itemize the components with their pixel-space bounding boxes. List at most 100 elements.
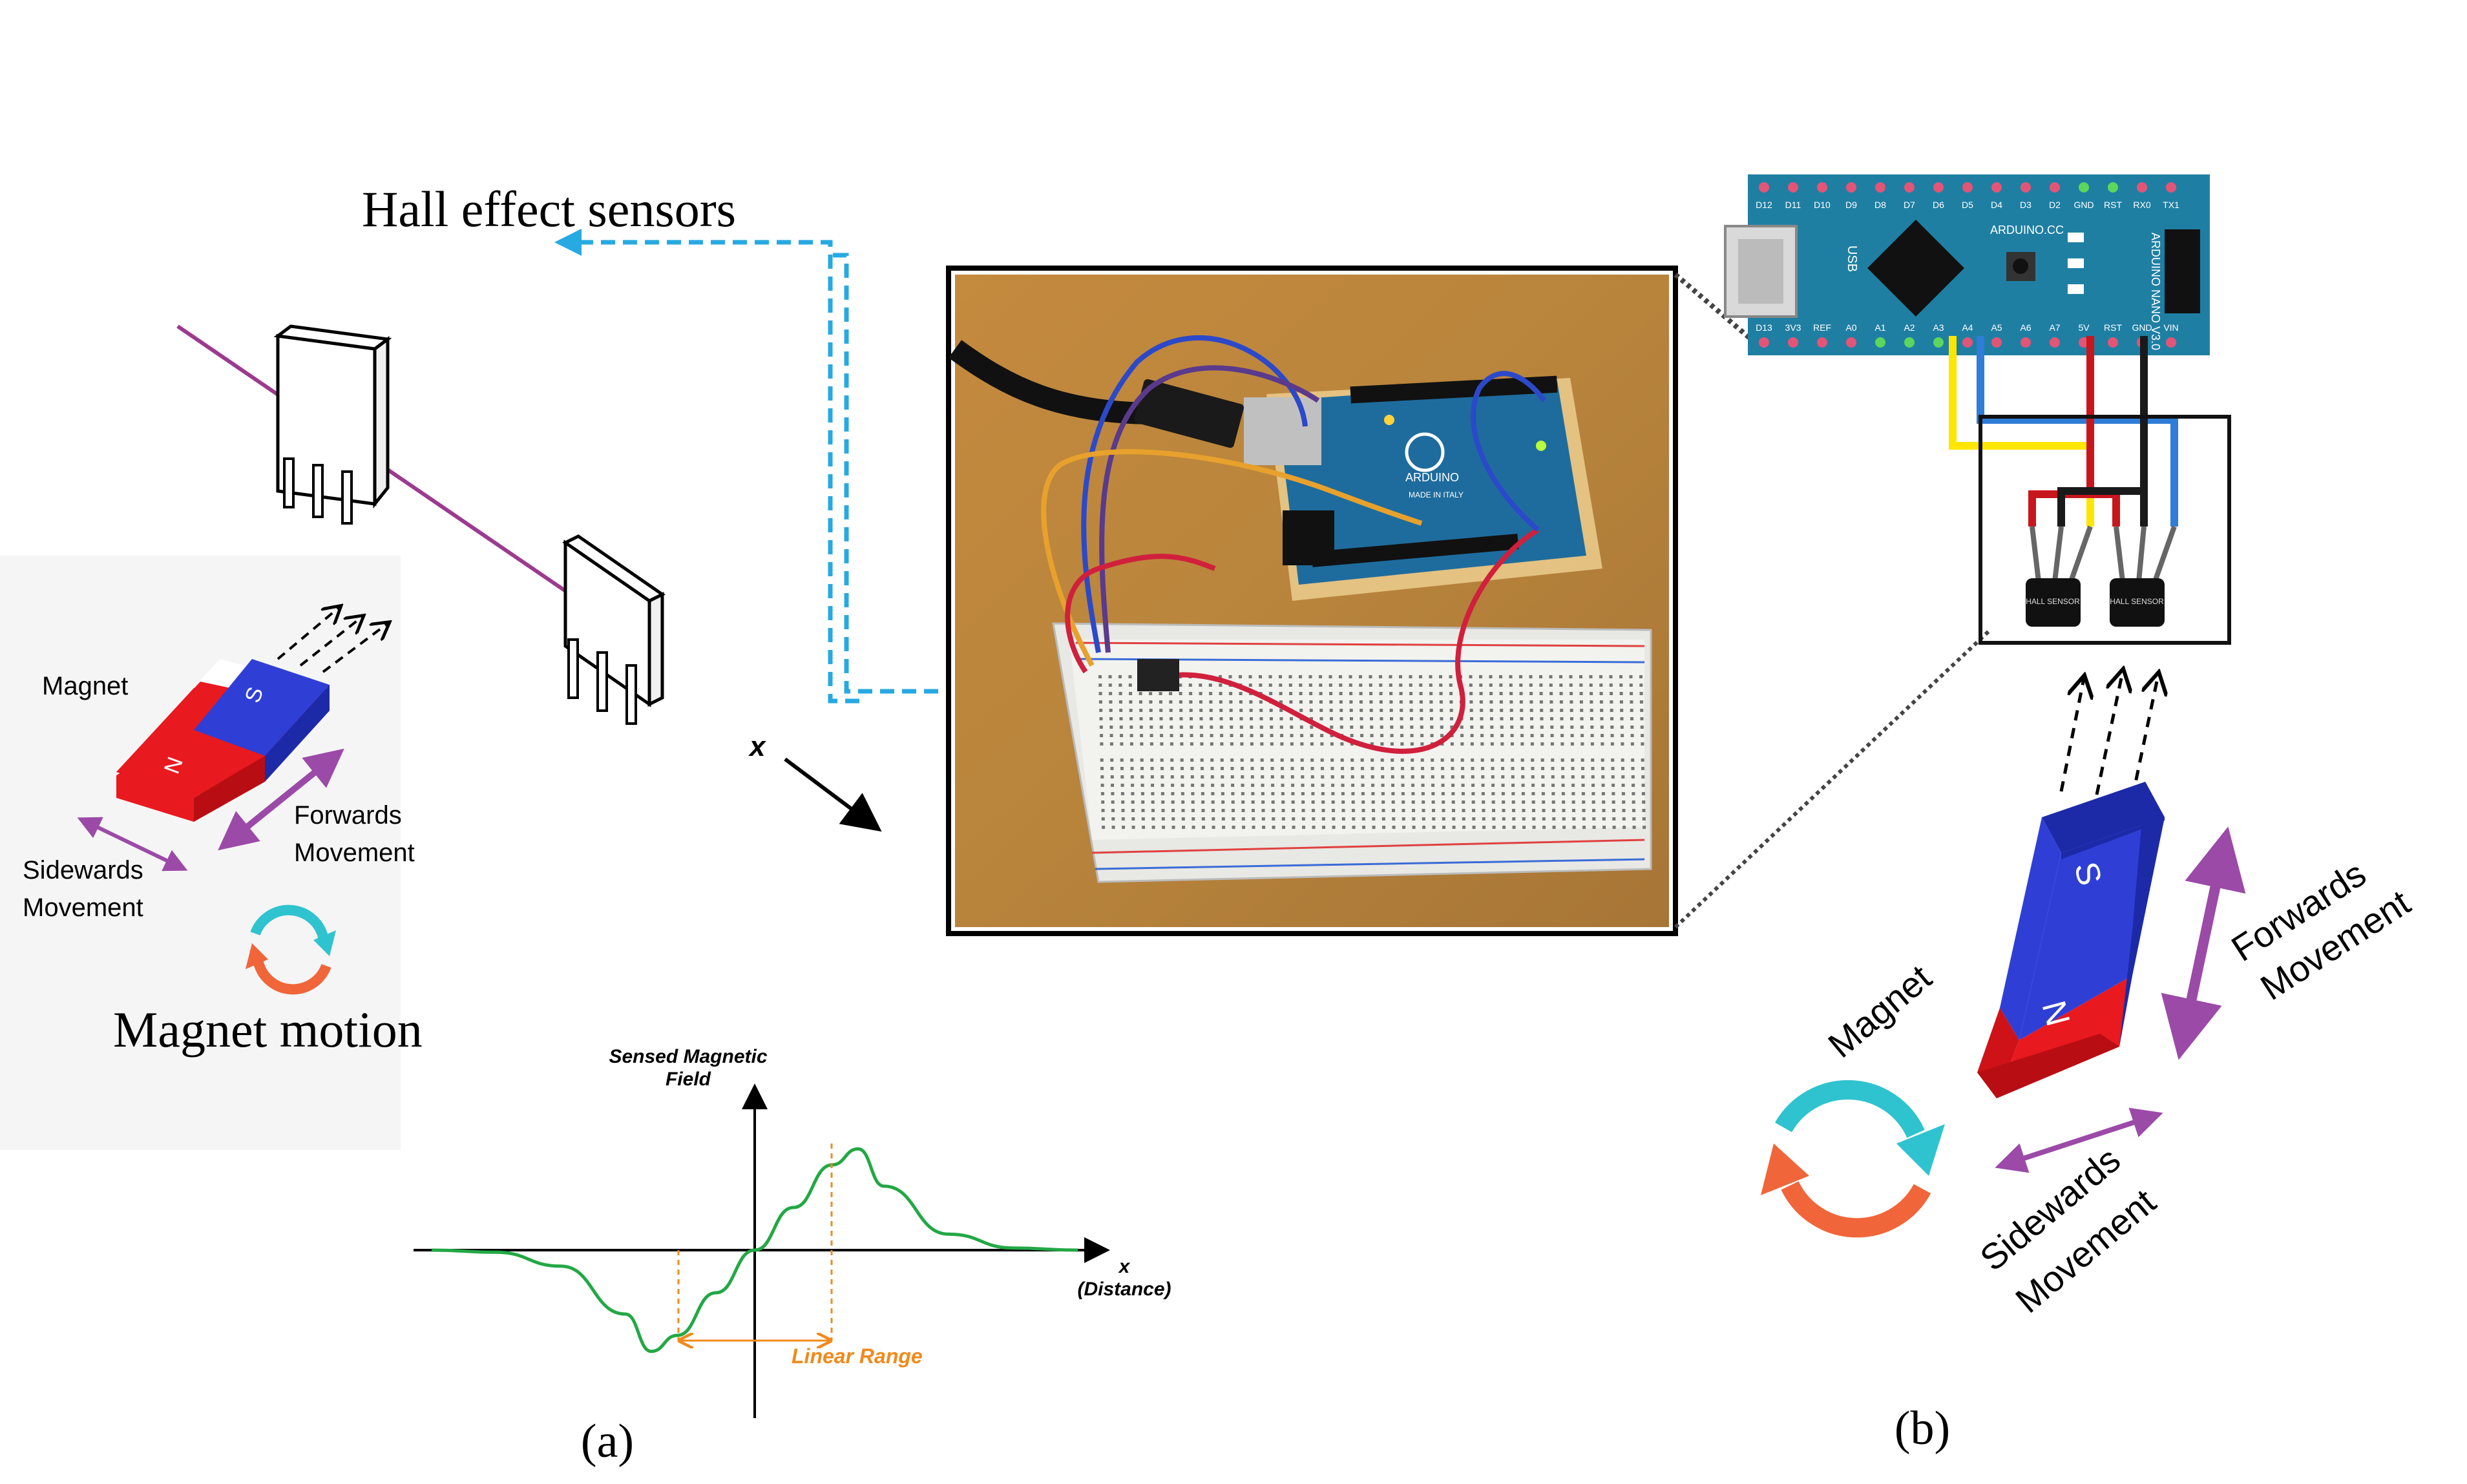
breadboard-hole (1592, 817, 1596, 820)
breadboard-hole (1431, 792, 1435, 795)
breadboard-hole (1429, 709, 1433, 712)
zoom-line-top (1674, 272, 1753, 342)
breadboard-hole (1560, 726, 1564, 729)
breadboard-hole (1268, 675, 1272, 678)
breadboard-hole (1489, 692, 1493, 695)
breadboard-hole (1181, 767, 1184, 770)
breadboard-hole (1440, 709, 1443, 712)
breadboard-hole (1299, 675, 1302, 678)
breadboard-hole (1309, 692, 1313, 695)
breadboard-hole (1610, 717, 1613, 720)
breadboard-hole (1098, 700, 1102, 704)
breadboard-hole (1221, 800, 1225, 804)
breadboard-hole (1391, 784, 1395, 787)
breadboard-hole (1239, 726, 1243, 729)
breadboard-hole (1440, 726, 1443, 729)
breadboard-hole (1281, 775, 1285, 779)
breadboard-hole (1450, 717, 1453, 720)
breadboard-hole (1622, 826, 1626, 829)
breadboard-hole (1160, 775, 1164, 779)
breadboard-hole (1181, 800, 1185, 804)
breadboard-hole (1551, 784, 1555, 787)
breadboard-hole (1261, 767, 1264, 770)
breadboard-hole (1609, 684, 1613, 687)
breadboard-hole (1181, 784, 1184, 787)
breadboard-hole (1590, 692, 1593, 695)
breadboard-hole (1612, 826, 1616, 829)
breadboard-hole (1439, 684, 1443, 687)
breadboard-hole (1250, 734, 1254, 737)
nano-top-pin-label: D5 (1962, 200, 1973, 210)
breadboard-hole (1591, 800, 1595, 804)
nano-top-pin (2021, 182, 2031, 193)
breadboard-hole (1440, 758, 1444, 762)
magnet-label-left: Magnet (42, 672, 128, 700)
nano-top-pin-label: D2 (2049, 200, 2061, 210)
breadboard-hole (1300, 734, 1304, 737)
breadboard-hole (1451, 758, 1454, 762)
breadboard-hole (1610, 709, 1613, 712)
breadboard-hole (1409, 684, 1412, 687)
panel-b-label: (b) (1895, 1402, 1950, 1455)
breadboard-hole (1111, 809, 1115, 812)
breadboard-hole (1239, 692, 1243, 695)
breadboard-hole (1280, 734, 1284, 737)
breadboard-hole (1409, 692, 1413, 695)
breadboard-hole (1492, 826, 1496, 829)
breadboard-hole (1170, 758, 1174, 762)
breadboard-hole (1208, 684, 1212, 687)
breadboard-hole (1131, 800, 1135, 804)
nano-top-pin (1846, 182, 1856, 193)
breadboard-hole (1219, 717, 1223, 720)
breadboard-hole (1392, 817, 1396, 820)
breadboard-hole (1372, 809, 1375, 812)
breadboard-hole (1279, 675, 1282, 678)
breadboard-hole (1352, 826, 1356, 829)
wire-blue-2 (1471, 371, 1547, 532)
breadboard-hole (1370, 775, 1374, 779)
breadboard-hole (1290, 767, 1294, 770)
nano-bottom-pin-label: GND (2132, 322, 2152, 333)
breadboard-hole (1480, 742, 1484, 746)
breadboard-hole (1620, 717, 1624, 720)
breadboard-hole (1251, 800, 1255, 804)
breadboard-hole (1481, 767, 1484, 770)
breadboard-hole (1250, 775, 1254, 779)
breadboard-hole (1632, 809, 1635, 812)
breadboard-hole (1611, 792, 1615, 795)
breadboard-hole (1472, 817, 1476, 820)
breadboard-hole (1241, 817, 1245, 820)
breadboard-hole (1270, 734, 1274, 737)
hall-sensors-title: Hall effect sensors (362, 181, 736, 237)
breadboard-hole (1151, 784, 1155, 787)
breadboard-hole (1271, 792, 1275, 795)
breadboard-hole (1470, 734, 1474, 737)
breadboard-hole (1331, 792, 1335, 795)
breadboard-hole (1212, 809, 1215, 812)
breadboard-hole (1301, 767, 1304, 770)
breadboard-hole (1149, 709, 1153, 712)
breadboard-hole (1580, 726, 1584, 729)
breadboard-hole (1422, 817, 1425, 820)
breadboard-hole (1601, 792, 1605, 795)
breadboard-hole (1119, 709, 1123, 712)
breadboard-hole (1540, 734, 1544, 737)
breadboard-hole (1440, 742, 1444, 746)
breadboard-hole (1361, 800, 1365, 804)
breadboard-hole (1140, 784, 1144, 787)
breadboard-hole (1610, 734, 1614, 737)
breadboard-hole (1171, 784, 1175, 787)
breadboard-hole (1111, 800, 1115, 804)
breadboard-hole (1461, 775, 1465, 779)
nano-top-pin (2050, 182, 2060, 193)
breadboard-hole (1421, 784, 1425, 787)
breadboard-hole (1601, 734, 1604, 737)
breadboard-hole (1199, 700, 1202, 704)
breadboard-hole (1281, 784, 1285, 787)
sidewards-label-line2-left: Movement (23, 894, 143, 922)
breadboard-hole (1421, 767, 1424, 770)
breadboard-hole (1572, 817, 1576, 820)
breadboard-hole (1491, 792, 1495, 795)
breadboard-hole (1599, 692, 1603, 695)
linear-range-label: Linear Range (792, 1344, 923, 1368)
